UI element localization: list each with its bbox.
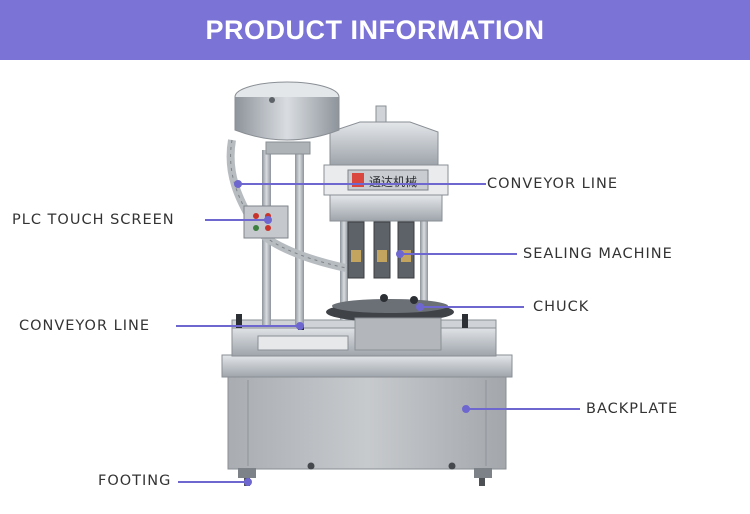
base-cabinet (221, 354, 513, 486)
column-hopper-right (295, 150, 304, 325)
plc-control-box (243, 205, 289, 239)
column-front-right (420, 160, 428, 320)
cap-hopper (234, 81, 340, 155)
label-sealing-machine: SEALING MACHINE (523, 246, 673, 262)
label-plc-touch-screen: PLC TOUCH SCREEN (12, 212, 175, 228)
label-conveyor-line-top: CONVEYOR LINE (487, 176, 618, 192)
page-title: PRODUCT INFORMATION (205, 14, 545, 45)
nameplate-text: 通达机械 (369, 174, 417, 189)
label-conveyor-line-left: CONVEYOR LINE (19, 318, 150, 334)
sealing-turret: 通达机械 (323, 105, 449, 222)
label-chuck: CHUCK (533, 299, 590, 315)
leader-lines (176, 180, 580, 486)
machine-illustration: 通达机械 (176, 81, 580, 486)
cap-chute (226, 139, 347, 272)
sealing-heads (347, 221, 415, 279)
label-backplate: BACKPLATE (586, 401, 679, 417)
label-footing: FOOTING (98, 473, 172, 489)
footing-foot-right (479, 478, 485, 486)
header-banner: PRODUCT INFORMATION (0, 0, 750, 60)
column-front-left (340, 160, 348, 320)
